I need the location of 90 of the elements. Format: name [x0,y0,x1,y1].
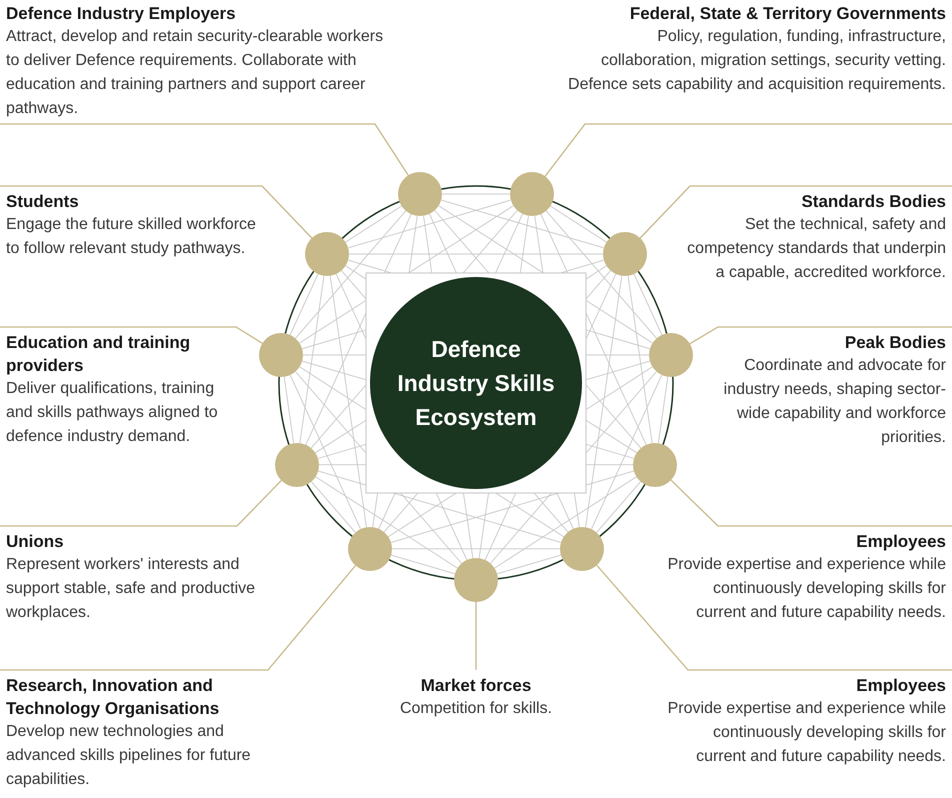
hub-circle: Defence Industry Skills Ecosystem [370,277,582,489]
connector-line [302,272,650,356]
connector-line [341,270,568,533]
connector-line [384,270,611,533]
heading-text: Unions [6,531,65,553]
connector-line [390,470,635,544]
connector-line [284,376,294,444]
heading-text: Students [6,191,80,213]
heading-text: Defence Industry Employers [6,3,237,25]
connector-line [441,200,604,248]
leader-line [0,565,356,671]
connector-line [388,366,653,538]
connector-line [318,464,634,494]
connector-line [345,205,402,243]
leader-line [0,326,263,344]
connector-line [391,548,561,550]
node-circle [454,558,498,602]
connector-line [317,470,562,544]
leader-line [544,123,952,177]
description-text: Engage the future skilled workforce to follow relevant study pathways. [6,215,257,259]
node-circle [398,172,442,216]
connector-line [299,275,324,444]
connector-line [596,480,642,533]
connector-line [658,376,668,444]
description-text: Develop new technologies and advanced skills pipelines for future capabilities. [6,722,252,790]
connector-line [310,480,356,533]
heading-text: Employees [855,531,946,553]
connector-line [434,210,642,449]
connector-line [390,554,456,574]
connector-line [314,265,607,454]
heading-text: Research, Innovation and Technology Organisations [6,675,220,720]
node-circle [648,332,693,377]
connector-line [336,274,468,560]
connector-line [634,274,662,336]
leader-line [0,123,409,176]
connector-line [496,554,562,574]
heading-text: Education and training providers [6,332,192,377]
node-circle [602,232,647,276]
connector-line [348,260,650,350]
connector-line [348,200,511,248]
description-text: Coordinate and advocate for industry needs, shaping sector-wide capability and workforce priorities. [722,356,946,448]
heading-text: Peak Bodies [844,332,946,354]
connector-line [330,275,367,528]
node-circle [274,442,319,487]
connector-line [290,274,318,336]
description-text: Set the technical, safety and competency standards that underpin a capable, accredited workforce. [686,215,946,283]
node-circle [259,332,303,377]
connector-line [305,214,412,446]
connector-line [550,205,607,243]
heading-text: Standards Bodies [800,191,946,213]
connector-line [310,210,518,449]
node-circle [305,232,350,276]
connector-line [438,205,653,344]
node-circle [633,442,678,487]
connector-line [490,371,658,564]
description-text: Policy, regulation, funding, infrastructure, collaboration, migration settings, security vetting. Defence sets capability and acquisition requirements. [567,27,946,95]
connector-line [591,374,662,530]
heading-text: Market forces [420,675,532,697]
connector-line [299,366,564,538]
description-text: Provide expertise and experience while continuously developing skills for current and future capability needs. [666,555,946,623]
description-text: Attract, develop and retain security-clearable workers to deliver Defence requirements. Collaborate with education and training partners and support career pathways. [6,27,384,119]
node-circle [560,526,604,571]
connector-line [628,275,653,444]
connector-line [484,274,616,560]
leader-line [670,480,952,527]
leader-line [640,185,952,239]
connector-line [294,210,406,339]
connector-line [299,205,514,344]
connector-line [345,265,638,454]
node-circle [348,526,392,571]
connector-line [546,210,658,339]
connector-line [302,260,604,350]
leader-line [0,185,312,239]
leader-line [690,326,952,344]
leader-line [596,564,952,671]
heading-text: Employees [855,675,946,697]
description-text: Represent workers' interests and support stable, safe and productive workplaces. [6,555,256,623]
connector-line [494,476,638,569]
connector-line [294,371,462,564]
node-circle [510,172,554,216]
description-text: Deliver qualifications, training and skills pathways aligned to defence industry demand. [6,379,219,447]
connector-line [314,476,458,569]
description-text: Competition for skills. [398,699,554,719]
description-text: Provide expertise and experience while continuously developing skills for current and future capability needs. [666,699,946,767]
leader-line [0,480,282,527]
leader-line [475,602,477,670]
heading-text: Federal, State & Territory Governments [628,3,946,25]
connector-line [585,275,622,528]
connector-line [540,214,647,446]
connector-line [290,374,361,530]
